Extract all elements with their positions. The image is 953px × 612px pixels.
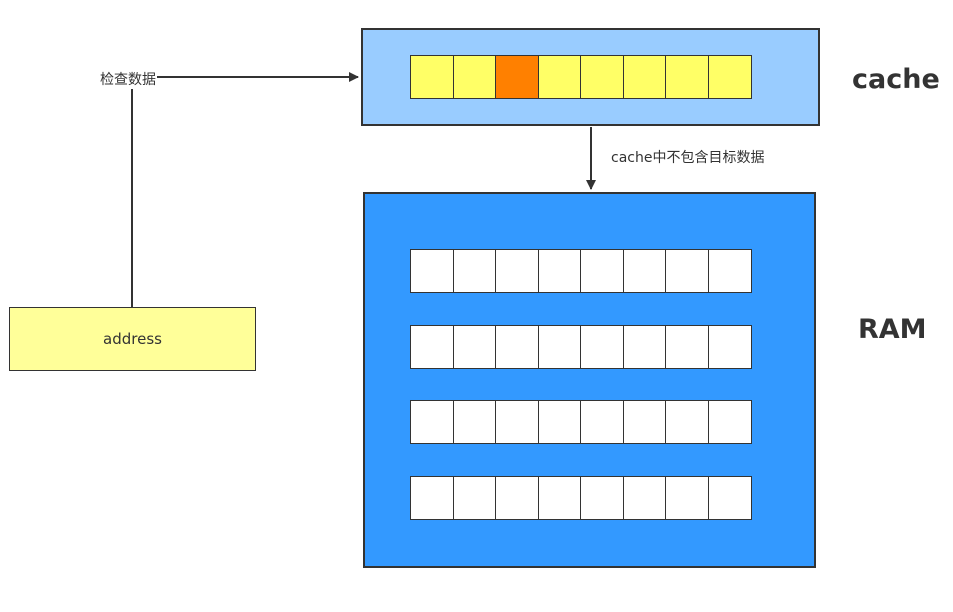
ram-cell xyxy=(410,476,455,520)
cache-cell-highlighted xyxy=(495,55,540,99)
ram-title: RAM xyxy=(858,314,927,345)
ram-cell xyxy=(665,400,710,444)
ram-cell xyxy=(580,476,625,520)
ram-cell xyxy=(495,400,540,444)
cache-miss-label: cache中不包含目标数据 xyxy=(611,150,765,166)
cache-cell xyxy=(665,55,710,99)
ram-cell xyxy=(537,476,582,520)
ram-cell xyxy=(410,249,455,293)
ram-cell xyxy=(537,400,582,444)
ram-cell xyxy=(665,325,710,369)
cache-title: cache xyxy=(852,64,940,95)
ram-cell xyxy=(580,325,625,369)
ram-cell xyxy=(622,476,667,520)
ram-cell xyxy=(410,400,455,444)
ram-row xyxy=(410,476,752,520)
ram-cell xyxy=(452,476,497,520)
ram-cell xyxy=(495,325,540,369)
cache-cell xyxy=(580,55,625,99)
ram-cell xyxy=(707,400,752,444)
ram-cell xyxy=(707,325,752,369)
check-data-label: 检查数据 xyxy=(99,69,157,89)
cache-cell xyxy=(707,55,752,99)
ram-cell xyxy=(495,249,540,293)
ram-row xyxy=(410,249,752,293)
ram-cell xyxy=(622,249,667,293)
ram-row xyxy=(410,400,752,444)
ram-cell xyxy=(452,400,497,444)
ram-cell xyxy=(707,249,752,293)
ram-cell xyxy=(665,249,710,293)
cache-cell xyxy=(537,55,582,99)
ram-cell xyxy=(707,476,752,520)
ram-cell xyxy=(410,325,455,369)
ram-cell xyxy=(537,249,582,293)
address-node: address xyxy=(9,307,256,371)
ram-cell xyxy=(495,476,540,520)
ram-cell xyxy=(537,325,582,369)
cache-cell xyxy=(410,55,455,99)
ram-cell xyxy=(665,476,710,520)
cache-cell xyxy=(622,55,667,99)
ram-cell xyxy=(452,325,497,369)
address-label: address xyxy=(103,330,162,348)
cache-cell xyxy=(452,55,497,99)
ram-cell xyxy=(622,400,667,444)
cache-line xyxy=(410,55,752,99)
ram-cell xyxy=(622,325,667,369)
ram-cell xyxy=(580,400,625,444)
ram-cell xyxy=(452,249,497,293)
ram-row xyxy=(410,325,752,369)
ram-cell xyxy=(580,249,625,293)
